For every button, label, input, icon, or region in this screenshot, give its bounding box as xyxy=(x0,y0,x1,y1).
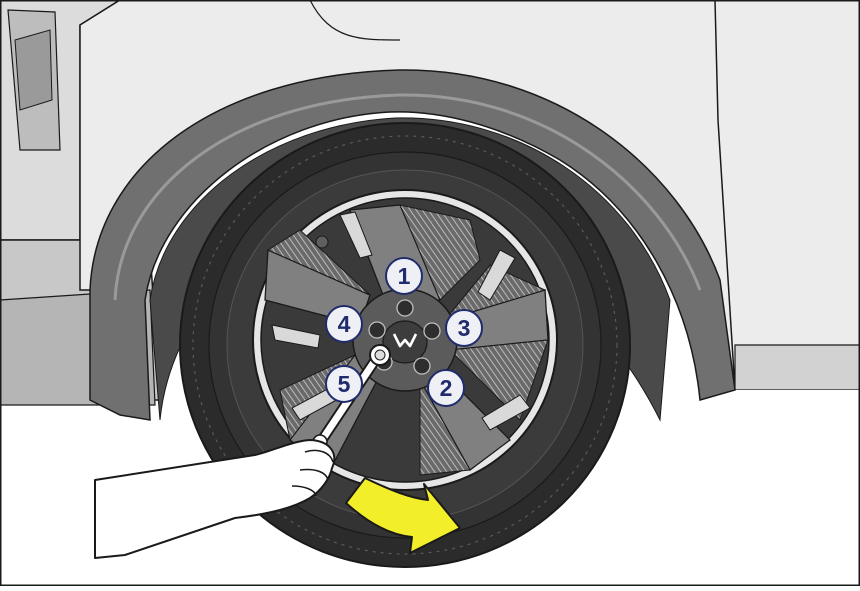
lug-nut-number: 2 xyxy=(440,375,453,401)
lug-nut-badge-3: 3 xyxy=(445,309,483,347)
lug-nut-3 xyxy=(423,322,441,340)
lug-nut-labels: 1 2 3 4 5 xyxy=(325,257,483,407)
lug-nut-number: 1 xyxy=(398,263,411,289)
brand-logo-icon xyxy=(392,333,418,348)
hand-icon xyxy=(94,439,336,559)
lug-nut-number: 4 xyxy=(338,311,351,337)
lug-nut-badge-1: 1 xyxy=(385,257,423,295)
lug-nut-1 xyxy=(396,299,414,317)
rim xyxy=(252,189,558,491)
lug-nut-4 xyxy=(368,321,386,339)
lug-nut-badge-4: 4 xyxy=(325,305,363,343)
lug-nut-badge-2: 2 xyxy=(427,369,465,407)
lug-nut-number: 3 xyxy=(458,315,471,341)
lug-nut-2 xyxy=(413,357,431,375)
lug-nut-number: 5 xyxy=(338,371,351,397)
wheel-arch xyxy=(89,69,736,421)
curved-arrow-icon xyxy=(345,477,461,554)
lug-nut-badge-5: 5 xyxy=(325,365,363,403)
